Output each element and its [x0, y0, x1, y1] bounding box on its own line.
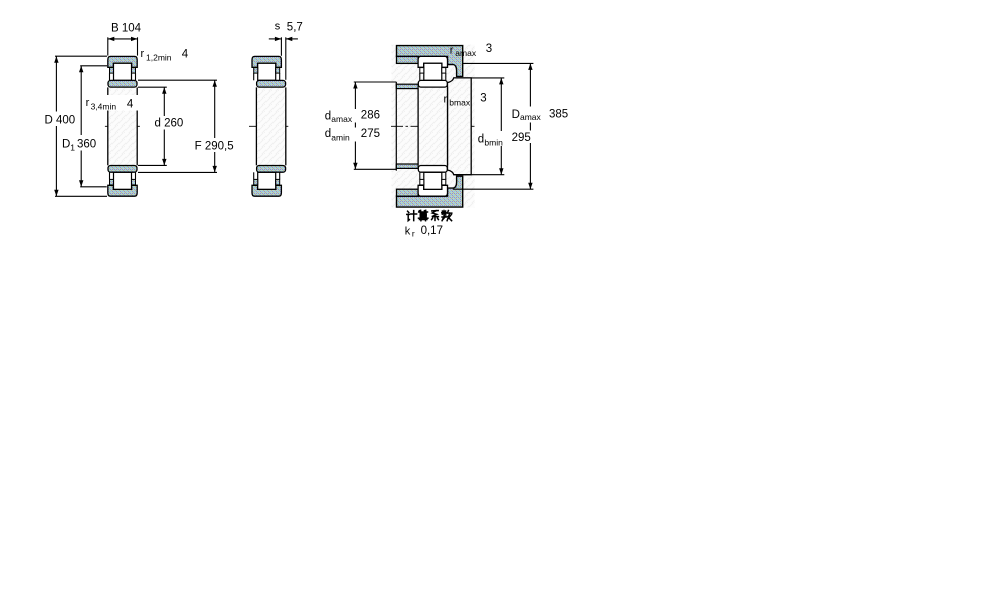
svg-text:d 260: d 260	[155, 118, 184, 130]
svg-text:4: 4	[127, 99, 134, 111]
svg-text:385: 385	[549, 109, 568, 121]
svg-text:amax: amax	[331, 114, 353, 124]
svg-text:D: D	[512, 109, 520, 121]
svg-text:0,17: 0,17	[421, 225, 443, 237]
svg-text:amax: amax	[520, 112, 542, 122]
svg-text:295: 295	[512, 132, 531, 144]
svg-text:F 290,5: F 290,5	[195, 141, 234, 153]
svg-text:s: s	[275, 21, 281, 33]
svg-text:1,2min: 1,2min	[146, 53, 172, 63]
svg-text:5,7: 5,7	[287, 22, 303, 34]
svg-text:d: d	[325, 128, 331, 140]
svg-text:286: 286	[361, 109, 380, 121]
svg-text:3: 3	[486, 43, 492, 55]
svg-text:1: 1	[70, 142, 75, 152]
svg-text:bmin: bmin	[484, 137, 503, 147]
svg-text:d: d	[325, 111, 331, 123]
svg-text:3,4min: 3,4min	[91, 102, 117, 112]
svg-text:r: r	[141, 48, 145, 60]
svg-text:r: r	[86, 97, 90, 109]
svg-text:r: r	[450, 44, 454, 56]
svg-text:amin: amin	[331, 133, 350, 143]
svg-text:275: 275	[361, 128, 380, 140]
svg-text:r: r	[444, 93, 448, 105]
svg-text:d: d	[478, 134, 484, 146]
svg-text:bmax: bmax	[449, 97, 471, 107]
svg-text:k: k	[405, 225, 411, 237]
svg-text:D: D	[62, 139, 70, 151]
svg-text:amax: amax	[455, 48, 477, 58]
svg-text:3: 3	[480, 92, 486, 104]
svg-text:4: 4	[182, 49, 189, 61]
svg-text:D 400: D 400	[45, 115, 76, 127]
svg-text:360: 360	[77, 139, 96, 151]
svg-text:r: r	[412, 229, 415, 239]
svg-text:B 104: B 104	[111, 23, 142, 35]
